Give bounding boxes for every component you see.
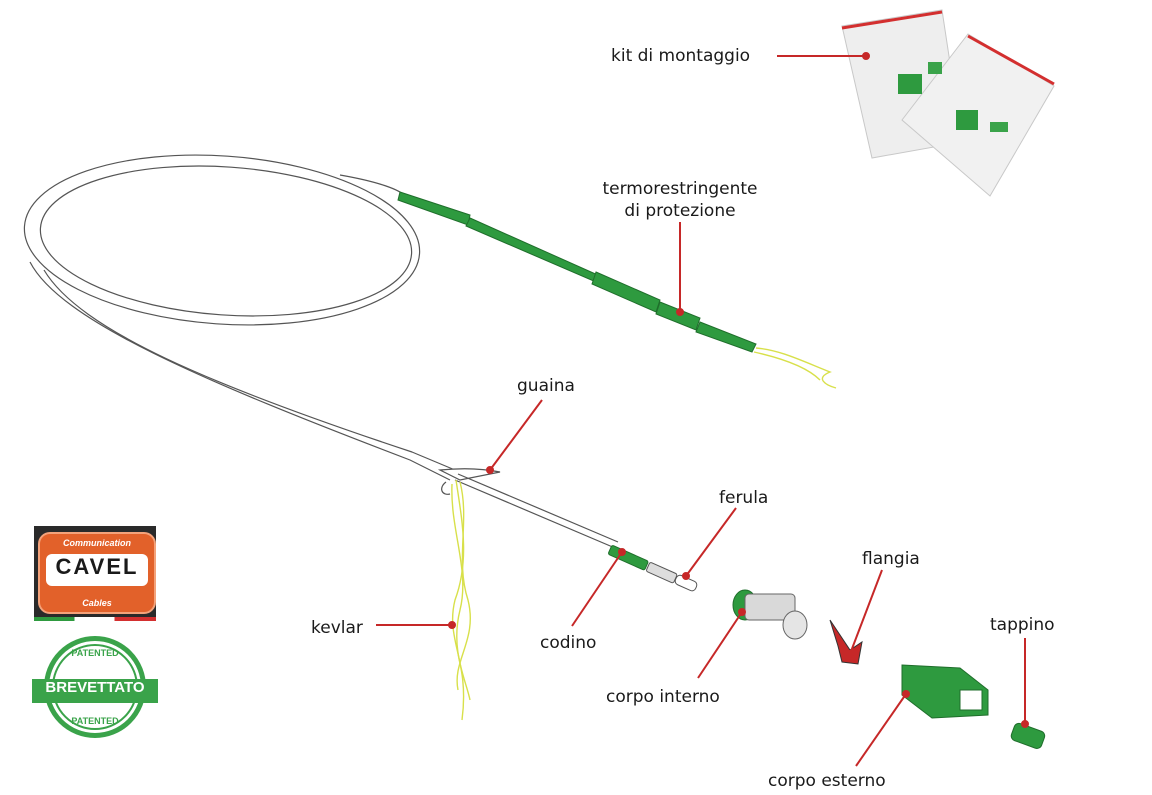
kit-bags [841, 9, 1055, 197]
kevlar-fibers-top [753, 347, 837, 389]
label-termorestringente: termorestringente di protezione [585, 178, 775, 222]
label-termo-line1: termorestringente [602, 179, 758, 199]
cavel-logo-top-text: Communication [62, 538, 131, 548]
patented-badge: PATENTED BREVETTATO PATENTED [30, 636, 160, 748]
kevlar-fibers-bottom [451, 479, 471, 721]
cavel-logo-name: CAVEL [46, 554, 148, 586]
label-corpo-interno: corpo interno [606, 687, 720, 707]
fiber-cable [23, 154, 456, 481]
dust-cap-part [1010, 722, 1046, 749]
label-guaina: guaina [517, 376, 575, 396]
label-corpo-esterno: corpo esterno [768, 771, 886, 791]
label-flangia: flangia [862, 549, 920, 569]
leader-lines [376, 52, 1029, 767]
label-tappino: tappino [990, 615, 1055, 635]
label-kit-di-montaggio: kit di montaggio [611, 46, 751, 66]
outer-body-part [901, 664, 989, 719]
cavel-logo-plate: Communication CAVEL Cables [38, 532, 156, 614]
flange-part [829, 619, 863, 665]
label-ferula: ferula [719, 488, 769, 508]
badge-band-text: BREVETTATO [32, 679, 158, 703]
label-kevlar: kevlar [311, 618, 363, 638]
label-termo-line2: di protezione [624, 201, 736, 222]
badge-top-text: PATENTED [71, 648, 119, 658]
cavel-logo-bottom-text: Cables [82, 598, 112, 608]
jacket-split [437, 468, 619, 549]
heatshrink-sheath [397, 191, 757, 353]
italian-flag-stripe [34, 617, 156, 621]
cavel-logo: Communication CAVEL Cables [34, 526, 156, 620]
label-codino: codino [540, 633, 597, 653]
badge-bottom-text: PATENTED [71, 716, 119, 726]
